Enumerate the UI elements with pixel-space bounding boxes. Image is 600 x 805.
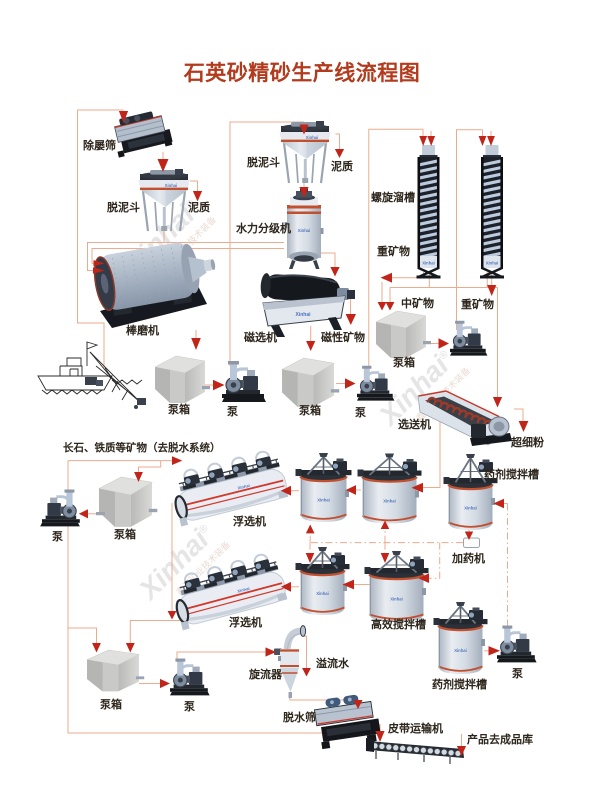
svg-text:脱泥斗: 脱泥斗 bbox=[107, 200, 140, 214]
svg-text:Xinhai: Xinhai bbox=[317, 497, 330, 502]
svg-text:泵箱: 泵箱 bbox=[168, 402, 190, 416]
svg-text:除屡筛: 除屡筛 bbox=[83, 138, 116, 152]
svg-text:加药机: 加药机 bbox=[451, 551, 485, 565]
svg-text:泵箱: 泵箱 bbox=[114, 527, 136, 541]
svg-text:浮选机: 浮选机 bbox=[229, 615, 262, 629]
svg-text:产品去成品库: 产品去成品库 bbox=[467, 732, 533, 746]
svg-text:选送机: 选送机 bbox=[398, 417, 431, 431]
svg-text:脱水筛: 脱水筛 bbox=[283, 710, 316, 724]
svg-text:磁性矿物: 磁性矿物 bbox=[321, 330, 365, 344]
svg-text:高效搅拌槽: 高效搅拌槽 bbox=[371, 617, 426, 631]
svg-text:泵箱: 泵箱 bbox=[299, 403, 321, 417]
svg-text:泥质: 泥质 bbox=[331, 159, 353, 173]
svg-text:Xinhai: Xinhai bbox=[298, 228, 311, 233]
svg-text:长石、铁质等矿物（去脱水系统）: 长石、铁质等矿物（去脱水系统） bbox=[63, 441, 221, 454]
svg-text:泵: 泵 bbox=[512, 667, 523, 680]
svg-text:石英砂精砂生产线流程图: 石英砂精砂生产线流程图 bbox=[183, 61, 421, 85]
svg-text:Xinhai: Xinhai bbox=[316, 591, 329, 596]
svg-text:溢流水: 溢流水 bbox=[316, 656, 350, 670]
svg-text:药剂搅拌槽: 药剂搅拌槽 bbox=[432, 677, 487, 691]
svg-text:重矿物: 重矿物 bbox=[461, 297, 494, 311]
svg-text:泵: 泵 bbox=[227, 405, 238, 418]
svg-text:药剂搅拌槽: 药剂搅拌槽 bbox=[484, 467, 539, 481]
svg-text:Xinhai: Xinhai bbox=[237, 586, 250, 594]
svg-text:脱泥斗: 脱泥斗 bbox=[247, 155, 280, 169]
svg-text:Xinhai: Xinhai bbox=[383, 498, 396, 503]
svg-text:浮选机: 浮选机 bbox=[233, 514, 266, 528]
svg-text:Xinhai: Xinhai bbox=[295, 312, 311, 318]
svg-text:重矿物: 重矿物 bbox=[377, 244, 410, 258]
svg-text:Xinhai: Xinhai bbox=[422, 261, 435, 266]
svg-text:Xinhai: Xinhai bbox=[237, 483, 250, 491]
svg-text:泵箱: 泵箱 bbox=[100, 697, 122, 711]
svg-text:泵箱: 泵箱 bbox=[393, 355, 415, 369]
svg-text:棒磨机: 棒磨机 bbox=[126, 323, 159, 337]
svg-text:中矿物: 中矿物 bbox=[401, 296, 434, 310]
svg-text:Xinhai: Xinhai bbox=[390, 596, 403, 601]
svg-text:泵: 泵 bbox=[52, 530, 63, 543]
svg-text:Xinhai: Xinhai bbox=[306, 135, 319, 140]
svg-text:磁选机: 磁选机 bbox=[244, 330, 277, 344]
svg-text:Xinhai: Xinhai bbox=[486, 261, 499, 266]
svg-text:超细粉: 超细粉 bbox=[510, 435, 544, 449]
svg-text:水力分级机: 水力分级机 bbox=[236, 221, 291, 235]
svg-text:螺旋溜槽: 螺旋溜槽 bbox=[371, 190, 415, 204]
svg-text:Xinhai: Xinhai bbox=[454, 648, 467, 653]
svg-text:Xinhai: Xinhai bbox=[165, 183, 178, 188]
svg-text:泵: 泵 bbox=[184, 700, 195, 713]
svg-text:Xinhai: Xinhai bbox=[464, 505, 477, 510]
svg-text:皮带运输机: 皮带运输机 bbox=[387, 721, 443, 735]
svg-text:泵: 泵 bbox=[355, 406, 366, 419]
svg-text:旋流器: 旋流器 bbox=[248, 667, 283, 681]
svg-text:泥质: 泥质 bbox=[188, 200, 210, 214]
